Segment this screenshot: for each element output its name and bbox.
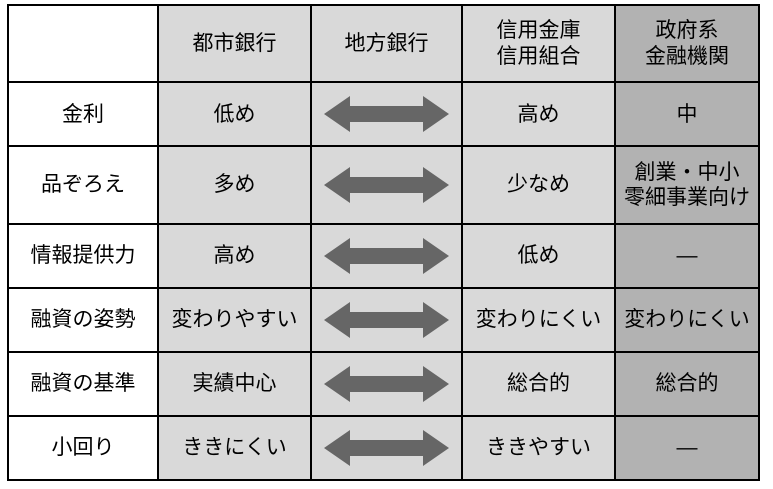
cell-city-lending-stance: 変わりやすい <box>157 286 312 353</box>
cell-arrow-information-capability <box>310 222 463 289</box>
double-headed-arrow-icon <box>314 83 459 145</box>
header-label-shinkin-line2: 信用組合 <box>496 44 581 68</box>
header-label-shinkin-line1: 信用金庫 <box>496 19 581 43</box>
double-headed-arrow-icon <box>314 289 459 351</box>
row-label-flexibility: 小回り <box>7 414 159 482</box>
cell-government-product-lineup: 創業・中小 零細事業向け <box>614 145 760 225</box>
row-label-information-capability: 情報提供力 <box>7 222 159 289</box>
header-cell-city-bank: 都市銀行 <box>157 3 312 84</box>
cell-city-product-lineup: 多め <box>157 145 312 225</box>
cell-shinkin-flexibility: ききやすい <box>461 414 616 482</box>
cell-arrow-flexibility <box>310 414 463 482</box>
cell-shinkin-lending-stance: 変わりにくい <box>461 286 616 353</box>
cell-government-flexibility: ― <box>614 414 760 482</box>
cell-government-flexibility-value: ― <box>676 436 698 460</box>
table-header-row: 都市銀行 地方銀行 信用金庫 信用組合 政府系 金融機関 <box>7 3 760 84</box>
double-headed-arrow-icon <box>314 353 459 415</box>
cell-government-interest-rate-line1: 中 <box>676 102 698 126</box>
header-label-city-bank: 都市銀行 <box>192 31 277 55</box>
header-cell-government: 政府系 金融機関 <box>614 3 760 84</box>
cell-arrow-interest-rate <box>310 81 463 148</box>
table-row: 金利 低め 高め 中 <box>7 81 760 148</box>
cell-arrow-product-lineup <box>310 145 463 225</box>
table-row: 融資の姿勢 変わりやすい 変わりにくい 変わりにくい <box>7 286 760 353</box>
cell-shinkin-interest-rate: 高め <box>461 81 616 148</box>
header-label-government-line2: 金融機関 <box>645 44 729 68</box>
cell-government-information-capability: ― <box>614 222 760 289</box>
bank-comparison-table: 都市銀行 地方銀行 信用金庫 信用組合 政府系 金融機関 金利 低め <box>7 3 760 482</box>
double-headed-arrow-icon <box>314 147 459 222</box>
table-row: 融資の基準 実績中心 総合的 総合的 <box>7 350 760 417</box>
cell-city-information-capability: 高め <box>157 222 312 289</box>
cell-city-interest-rate: 低め <box>157 81 312 148</box>
cell-government-information-capability-value: ― <box>676 244 698 268</box>
row-label-interest-rate: 金利 <box>7 81 159 148</box>
comparison-table-container: 都市銀行 地方銀行 信用金庫 信用組合 政府系 金融機関 金利 低め <box>7 3 760 482</box>
cell-city-flexibility: ききにくい <box>157 414 312 482</box>
cell-arrow-lending-stance <box>310 286 463 353</box>
cell-shinkin-product-lineup: 少なめ <box>461 145 616 225</box>
row-label-lending-stance: 融資の姿勢 <box>7 286 159 353</box>
cell-government-lending-stance: 変わりにくい <box>614 286 760 353</box>
cell-government-product-lineup-line2: 零細事業向け <box>624 186 750 210</box>
row-label-lending-criteria: 融資の基準 <box>7 350 159 417</box>
cell-government-product-lineup-line1: 創業・中小 <box>634 160 740 184</box>
cell-government-interest-rate: 中 <box>614 81 760 148</box>
cell-government-lending-criteria: 総合的 <box>614 350 760 417</box>
double-headed-arrow-icon <box>314 225 459 287</box>
cell-shinkin-information-capability: 低め <box>461 222 616 289</box>
cell-city-lending-criteria: 実績中心 <box>157 350 312 417</box>
table-row: 小回り ききにくい ききやすい ― <box>7 414 760 482</box>
row-label-product-lineup: 品ぞろえ <box>7 145 159 225</box>
cell-arrow-lending-criteria <box>310 350 463 417</box>
cell-shinkin-lending-criteria: 総合的 <box>461 350 616 417</box>
double-headed-arrow-icon <box>314 417 459 479</box>
header-label-regional-bank: 地方銀行 <box>344 31 429 55</box>
header-cell-shinkin: 信用金庫 信用組合 <box>461 3 616 84</box>
header-label-government-line1: 政府系 <box>655 19 719 43</box>
table-row: 品ぞろえ 多め 少なめ 創業・中小 零細事業向け <box>7 145 760 225</box>
header-cell-blank <box>7 3 159 84</box>
header-cell-regional-bank: 地方銀行 <box>310 3 463 84</box>
table-row: 情報提供力 高め 低め ― <box>7 222 760 289</box>
